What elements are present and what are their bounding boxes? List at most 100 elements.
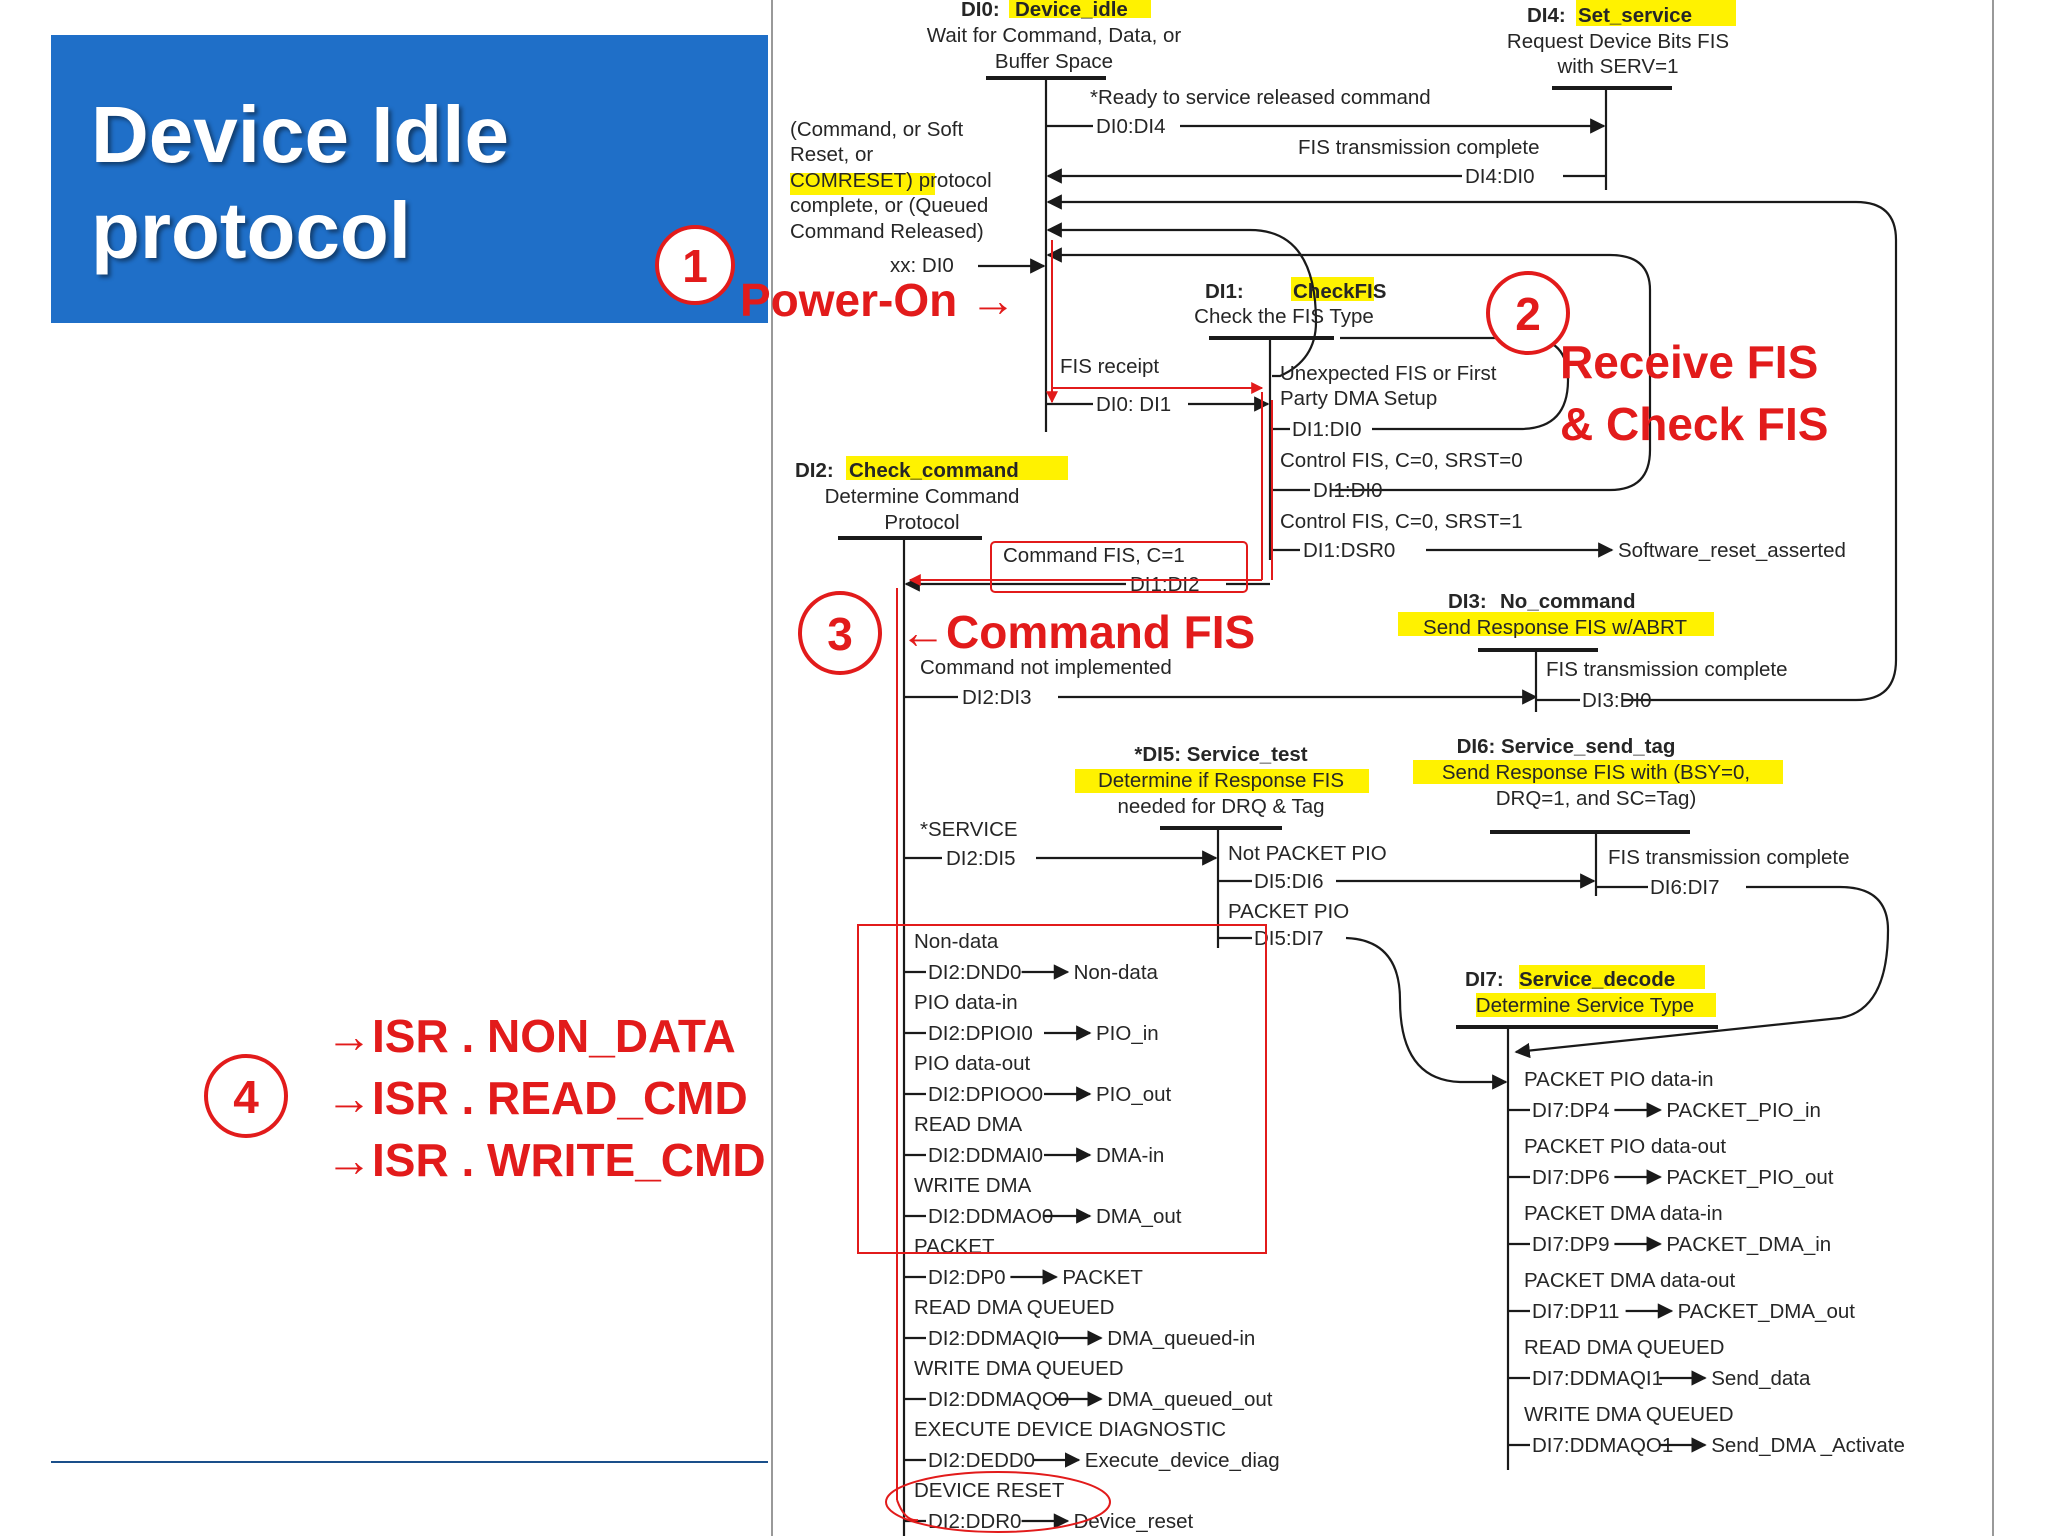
di4-id: DI4: — [1527, 4, 1566, 27]
svg-text:PACKET PIO: PACKET PIO — [1228, 900, 1349, 923]
isr-item: →ISR . NON_DATA — [326, 1010, 736, 1062]
di6-desc1: Send Response FIS with (BSY=0, — [1442, 761, 1750, 784]
di7-branch-transition: DI7:DP11 — [1532, 1300, 1619, 1323]
svg-text:3: 3 — [827, 608, 853, 660]
state-di6: DI6: Service_send_tag Send Response FIS … — [1442, 735, 1750, 834]
slide-title-line1: Device Idle — [91, 90, 510, 179]
di4-di0-label: DI4:DI0 — [1465, 165, 1535, 188]
svg-text:DI5:DI7: DI5:DI7 — [1254, 927, 1324, 950]
di7-branch-condition: PACKET DMA data-in — [1524, 1202, 1723, 1225]
svg-text:*SERVICE: *SERVICE — [920, 818, 1018, 841]
di2-branch-condition: PIO data-in — [914, 991, 1018, 1014]
di3-desc1: Send Response FIS w/ABRT — [1423, 616, 1687, 639]
di0-di4-label: DI0:DI4 — [1096, 115, 1166, 138]
di5-title: *DI5: Service_test — [1134, 743, 1307, 766]
di3-name: No_command — [1500, 590, 1636, 613]
di2-branch-target: PIO_out — [1096, 1083, 1172, 1106]
svg-text:Control FIS, C=0, SRST=1: Control FIS, C=0, SRST=1 — [1280, 510, 1523, 533]
di2-branch-transition: DI2:DPIOI0 — [928, 1022, 1033, 1045]
di0-desc1: Wait for Command, Data, or — [927, 24, 1182, 47]
di6-desc2: DRQ=1, and SC=Tag) — [1496, 787, 1697, 810]
svg-text:Party DMA Setup: Party DMA Setup — [1280, 387, 1437, 410]
di2-branch-transition: DI2:DDR0 — [928, 1510, 1021, 1533]
di1-name: CheckFIS — [1293, 280, 1386, 303]
red-annotations — [857, 240, 1273, 1533]
footer-divider — [51, 1461, 768, 1463]
svg-text:Reset, or: Reset, or — [790, 143, 873, 166]
svg-text:xx: DI0: xx: DI0 — [890, 254, 954, 277]
fis-receipt-label: FIS receipt — [1060, 355, 1159, 378]
svg-text:1: 1 — [682, 240, 708, 292]
di2-desc2: Protocol — [884, 511, 959, 534]
di7-branch-condition: PACKET DMA data-out — [1524, 1269, 1735, 1292]
di2-desc1: Determine Command — [825, 485, 1020, 508]
svg-text:complete, or (Queued: complete, or (Queued — [790, 194, 988, 217]
di2-branch-condition: READ DMA QUEUED — [914, 1296, 1114, 1319]
di2-branch-target: DMA-in — [1096, 1144, 1164, 1167]
check-fis-label: & Check FIS — [1560, 398, 1828, 450]
di2-branch-target: Device_reset — [1074, 1510, 1194, 1533]
svg-text:FIS transmission complete: FIS transmission complete — [1546, 658, 1788, 681]
isr-item: →ISR . WRITE_CMD — [326, 1134, 766, 1186]
di3-id: DI3: — [1448, 590, 1487, 613]
di7-branch-condition: PACKET PIO data-in — [1524, 1068, 1714, 1091]
di2-branch-transition: DI2:DND0 — [928, 961, 1021, 984]
loop-di1-di0-a — [1046, 222, 1318, 378]
di2-branch-transition: DI2:DP0 — [928, 1266, 1005, 1289]
di2-branch-transition: DI2:DDMAI0 — [928, 1144, 1043, 1167]
di2-branch-condition: WRITE DMA — [914, 1174, 1032, 1197]
di0-id: DI0: — [961, 0, 1000, 21]
svg-text:(Command, or Soft: (Command, or Soft — [790, 118, 963, 141]
di2-branch-condition: PIO data-out — [914, 1052, 1031, 1075]
state-di7: DI7: Service_decode Determine Service Ty… — [1456, 968, 1718, 1029]
ready-service-label: *Ready to service released command — [1090, 86, 1431, 109]
di2-branch-transition: DI2:DDMAQO0 — [928, 1388, 1069, 1411]
svg-text:Unexpected FIS or First: Unexpected FIS or First — [1280, 362, 1497, 385]
state-di2: DI2: Check_command Determine Command Pro… — [795, 459, 1020, 540]
di2-branch-target: DMA_queued_out — [1107, 1388, 1273, 1411]
di2-branch-target: PACKET — [1062, 1266, 1143, 1289]
di7-branch-target: PACKET_PIO_out — [1666, 1166, 1833, 1189]
di7-id: DI7: — [1465, 968, 1504, 991]
svg-text:FIS transmission complete: FIS transmission complete — [1608, 846, 1850, 869]
di0-desc2: Buffer Space — [995, 50, 1113, 73]
svg-text:DI6:DI7: DI6:DI7 — [1650, 876, 1720, 899]
di2-branch-condition: Non-data — [914, 930, 999, 953]
slide-title: Device Idle protocol — [91, 87, 751, 279]
arrow-di5-di7 — [1345, 936, 1508, 1090]
di0-di1-label: DI0: DI1 — [1096, 393, 1171, 416]
fis-tx-complete-label: FIS transmission complete — [1298, 136, 1540, 159]
svg-text:Control FIS, C=0, SRST=0: Control FIS, C=0, SRST=0 — [1280, 449, 1523, 472]
slide-title-line2: protocol — [91, 186, 411, 275]
state-di4: DI4: Set_service Request Device Bits FIS… — [1507, 4, 1729, 90]
svg-text:Command Released): Command Released) — [790, 220, 984, 243]
di2-branch-condition: WRITE DMA QUEUED — [914, 1357, 1124, 1380]
di7-branch-transition: DI7:DP9 — [1532, 1233, 1609, 1256]
di2-branch-row: WRITE DMA QUEUED DI2:DDMAQO0 DMA_queued_ou… — [904, 1357, 1273, 1411]
di7-branch-target: Send_data — [1711, 1367, 1811, 1390]
state-di3: DI3: No_command Send Response FIS w/ABRT — [1423, 590, 1687, 652]
step2-marker: 2 — [1486, 271, 1570, 355]
di0-name: Device_idle — [1015, 0, 1128, 21]
di1-di2-label: DI1:DI2 — [1130, 573, 1200, 596]
svg-text:2: 2 — [1515, 288, 1541, 340]
di2-id: DI2: — [795, 459, 834, 482]
loop-di3-di0 — [1046, 194, 1898, 702]
power-on-label: Power-On → — [740, 274, 1016, 326]
di2-name: Check_command — [849, 459, 1019, 482]
di7-branch-transition: DI7:DP6 — [1532, 1166, 1609, 1189]
di4-name: Set_service — [1578, 4, 1692, 27]
di2-branch-transition: DI2:DEDD0 — [928, 1449, 1035, 1472]
di5-desc1: Determine if Response FIS — [1098, 769, 1344, 792]
